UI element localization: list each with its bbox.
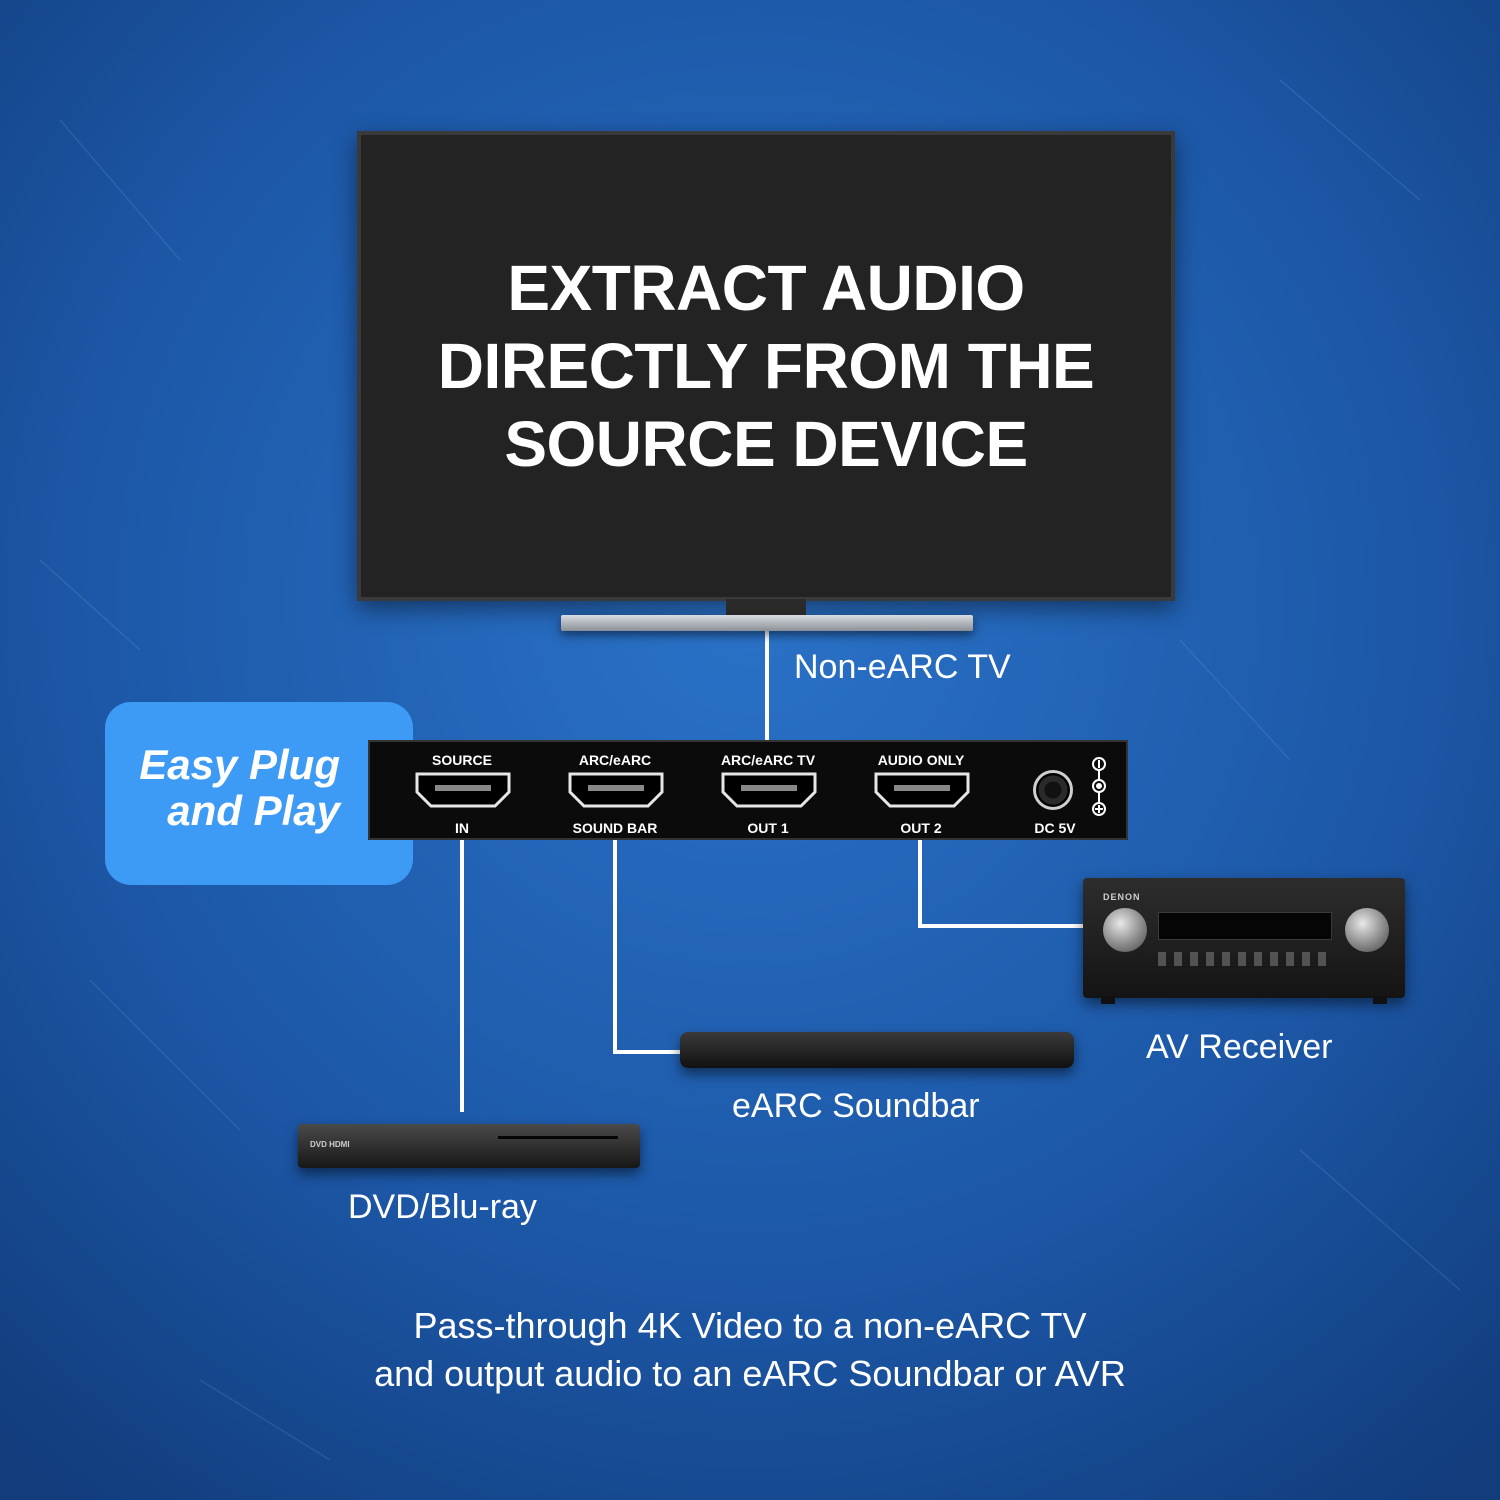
audio-extractor-box: SOURCE IN ARC/eARC SOUND BAR ARC/eARC TV… [368, 740, 1128, 840]
port-bottom-label: OUT 2 [900, 820, 942, 836]
soundbar [680, 1032, 1074, 1068]
tv-neck [726, 599, 806, 617]
player-label: DVD/Blu-ray [348, 1188, 537, 1226]
port-top-label: SOURCE [432, 752, 492, 768]
headline-line: SOURCE DEVICE [504, 408, 1028, 480]
port-bottom-label: IN [455, 820, 469, 836]
polarity-icon [1092, 757, 1106, 816]
dvd-logo: DVD HDMI [310, 1140, 350, 1149]
dc-label: DC 5V [1034, 820, 1076, 836]
headline-line: EXTRACT AUDIO [507, 252, 1025, 324]
receiver-label: AV Receiver [1146, 1028, 1333, 1066]
source-knob-icon [1345, 908, 1389, 952]
port-audio-out2: AUDIO ONLY OUT 2 [846, 742, 996, 842]
hdmi-port-icon [568, 772, 664, 808]
dc-power-jack [1033, 770, 1073, 810]
port-top-label: AUDIO ONLY [877, 752, 965, 768]
receiver-brand: DENON [1103, 892, 1141, 902]
hdmi-port-icon [874, 772, 970, 808]
volume-knob-icon [1103, 908, 1147, 952]
port-top-label: ARC/eARC [578, 752, 652, 768]
tv-headline: EXTRACT AUDIO DIRECTLY FROM THE SOURCE D… [386, 249, 1146, 483]
tv-label: Non-eARC TV [794, 648, 1011, 686]
hdmi-port-icon [721, 772, 817, 808]
hdmi-port-icon [415, 772, 511, 808]
dvd-disc-slot [498, 1136, 618, 1139]
badge-text: Easy Plug and Play [105, 742, 340, 834]
port-soundbar: ARC/eARC SOUND BAR [540, 742, 690, 842]
caption-line: Pass-through 4K Video to a non-eARC TV [413, 1305, 1087, 1346]
port-bottom-label: SOUND BAR [572, 820, 658, 836]
port-tv-out1: ARC/eARC TV OUT 1 [693, 742, 843, 842]
port-bottom-label: OUT 1 [747, 820, 789, 836]
headline-line: DIRECTLY FROM THE [437, 330, 1095, 402]
av-receiver: DENON [1083, 878, 1405, 1004]
wire-soundbar [613, 840, 680, 1054]
receiver-buttons [1158, 952, 1330, 966]
easy-plug-badge: Easy Plug and Play [105, 702, 413, 885]
caption-line: and output audio to an eARC Soundbar or … [374, 1353, 1126, 1394]
tv-screen: EXTRACT AUDIO DIRECTLY FROM THE SOURCE D… [357, 131, 1175, 601]
receiver-foot [1373, 996, 1387, 1004]
badge-line: Easy Plug [139, 741, 340, 788]
badge-line: and Play [167, 787, 340, 834]
wire-receiver [918, 840, 1083, 928]
tv-stand [561, 615, 973, 631]
port-top-label: ARC/eARC TV [720, 752, 816, 768]
port-source-in: SOURCE IN [387, 742, 537, 842]
dvd-player: DVD HDMI [298, 1124, 640, 1168]
bottom-caption: Pass-through 4K Video to a non-eARC TV a… [250, 1302, 1250, 1398]
receiver-display [1158, 912, 1332, 940]
receiver-foot [1101, 996, 1115, 1004]
soundbar-label: eARC Soundbar [732, 1087, 980, 1125]
